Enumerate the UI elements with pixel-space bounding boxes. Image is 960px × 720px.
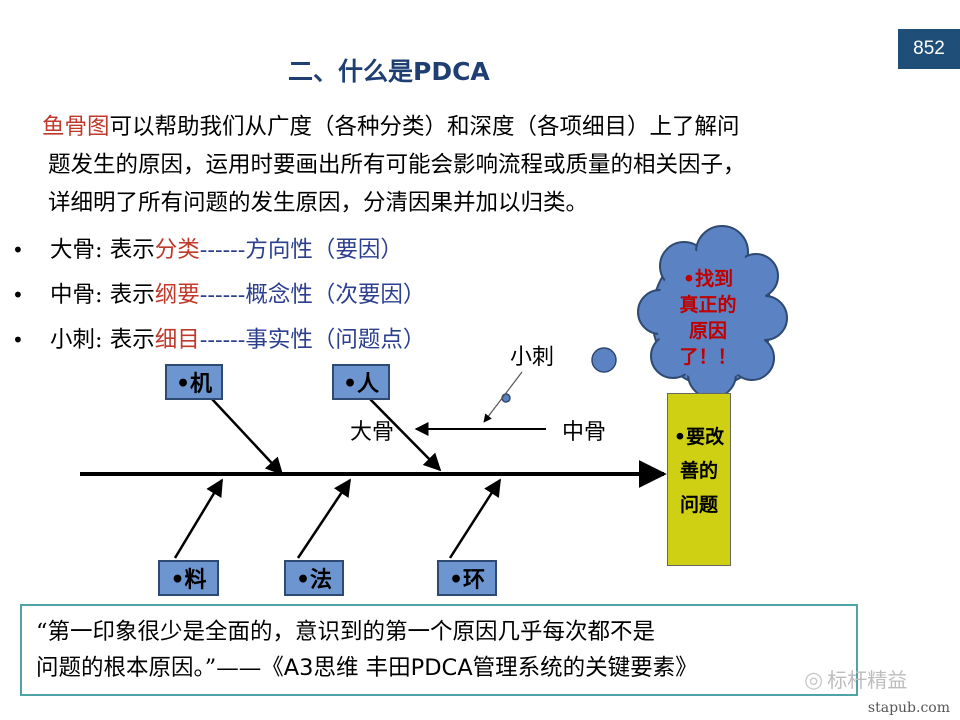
cloud-line-2: 真正的 (679, 294, 737, 316)
bone-definitions: •大骨: 表示分类------方向性（要因） •中骨: 表示纲要------概念… (12, 228, 425, 363)
bullet-name: 中骨 (50, 282, 96, 308)
bullet-dot: • (12, 283, 24, 307)
intro-highlight: 鱼骨图 (42, 114, 110, 140)
bullet-term: 细目 (154, 327, 200, 353)
bullet-dashes: ------ (199, 237, 246, 263)
quote-line-2-text: 问题的根本原因。”——《 (36, 655, 284, 681)
cloud-text: •找到 真正的 原因 了！！ (662, 266, 754, 370)
slide-title: 二、什么是PDCA (288, 57, 490, 86)
intro-paragraph: 鱼骨图可以帮助我们从广度（各种分类）和深度（各项细目）上了解问 题发生的原因，运… (26, 108, 906, 222)
watermark: ◎标杆精益 (804, 664, 907, 693)
big-bone-material (173, 478, 224, 559)
quote-source: A3思维 丰田PDCA管理系统的关键要素》 (283, 655, 698, 681)
bullet-dashes: ------ (199, 327, 246, 353)
quote-line-1: “第一印象很少是全面的，意识到的第一个原因几乎每次都不是 (36, 619, 656, 645)
big-bone-people (369, 398, 442, 472)
page-number: 852 (898, 29, 960, 69)
bullet-name: 大骨 (50, 237, 96, 263)
bullet-term: 纲要 (154, 282, 200, 308)
intro-line-1-rest: 可以帮助我们从广度（各种分类）和深度（各项细目）上了解问 (109, 114, 740, 140)
problem-box: •要改 善的 问题 (667, 393, 731, 566)
bullet-sep: : 表示 (95, 327, 155, 353)
big-bone-method (296, 478, 352, 559)
bullet-big-bone: • 大骨: 表示分类------方向性（要因） (12, 228, 425, 273)
intro-line-1: 鱼骨图可以帮助我们从广度（各种分类）和深度（各项细目）上了解问 (26, 108, 906, 146)
problem-line-2: 善的 (679, 460, 718, 482)
bullet-mid-bone: • 中骨: 表示纲要------概念性（次要因） (12, 273, 425, 318)
problem-line-3: 问题 (679, 494, 718, 516)
quote-line-2: 问题的根本原因。”——《A3思维 丰田PDCA管理系统的关键要素》 (36, 650, 856, 686)
site-credit: stapub.com (867, 700, 950, 716)
cloud-fill-overlay (644, 232, 781, 392)
bullet-name: 小刺 (50, 327, 96, 353)
label-middle-bone: 中骨 (562, 420, 607, 445)
bullet-dot: • (12, 238, 24, 262)
label-small-spine: 小刺 (510, 345, 555, 370)
bullet-term: 分类 (154, 237, 200, 263)
problem-line-1: •要改 (673, 426, 725, 448)
intro-line-2: 题发生的原因，运用时要画出所有可能会影响流程或质量的相关因子， (48, 152, 746, 178)
big-bone-environment (448, 478, 502, 559)
bubble-circle-medium (591, 347, 617, 373)
bullet-dot: • (12, 328, 24, 352)
small-spine-arrow (483, 371, 523, 423)
cloud-line-3: 原因 (688, 320, 727, 342)
bullet-dashes: ------ (199, 282, 246, 308)
bullet-meaning: 方向性（要因） (245, 237, 403, 263)
watermark-text: 标杆精益 (827, 668, 908, 692)
bullet-sep: : 表示 (95, 282, 155, 308)
cause-box-environment: •环 (437, 560, 497, 596)
intro-line-3: 详细明了所有问题的发生原因，分清因果并加以归类。 (48, 190, 589, 216)
bullet-meaning: 事实性（问题点） (245, 327, 426, 353)
bullet-small-spine: • 小刺: 表示细目------事实性（问题点） (12, 318, 425, 363)
cloud-line-4: 了！！ (679, 346, 737, 368)
bullet-sep: : 表示 (95, 237, 155, 263)
wechat-icon: ◎ (804, 668, 824, 693)
bubble-circle-small (501, 393, 511, 403)
label-big-bone: 大骨 (350, 420, 395, 445)
cause-box-method: •法 (284, 560, 344, 596)
quote-box: “第一印象很少是全面的，意识到的第一个原因几乎每次都不是 问题的根本原因。”——… (20, 604, 858, 696)
cause-box-machine: •机 (165, 364, 223, 400)
cause-box-material: •料 (158, 560, 219, 596)
big-bone-machine (211, 398, 284, 476)
cloud-line-1: •找到 (682, 268, 734, 290)
bullet-meaning: 概念性（次要因） (245, 282, 426, 308)
cause-box-people: •人 (332, 364, 390, 400)
